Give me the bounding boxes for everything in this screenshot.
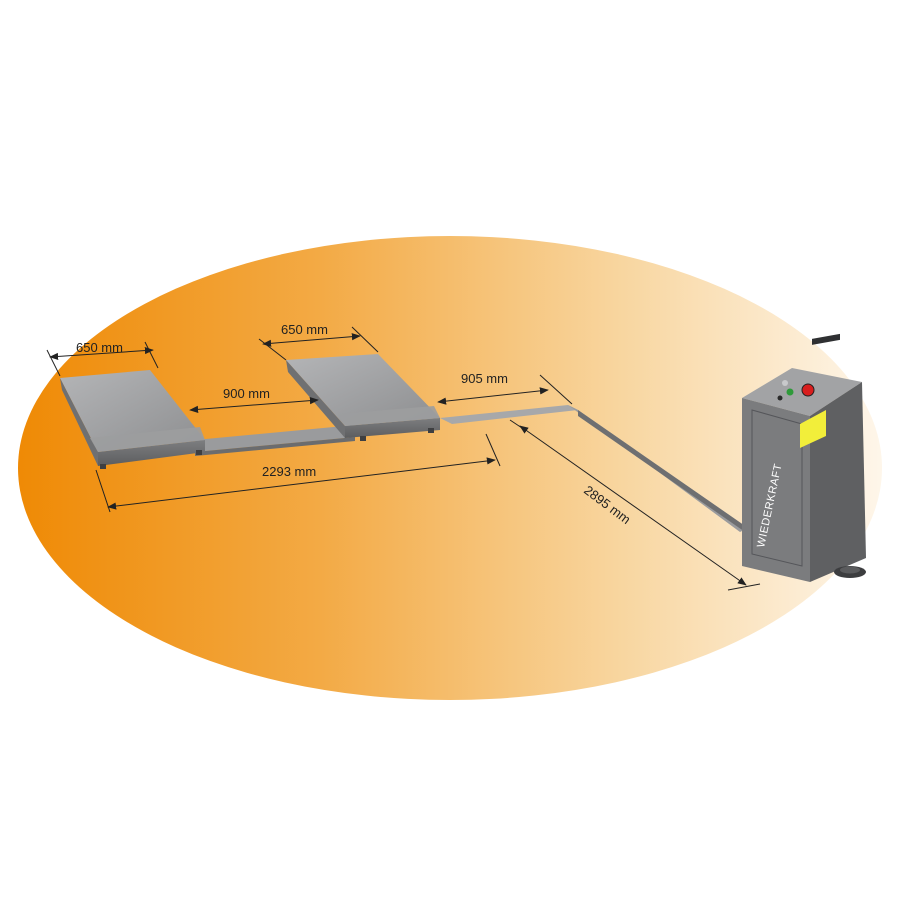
start-button	[786, 388, 794, 396]
dim-label-platform-gap: 900 mm	[223, 386, 270, 401]
dim-hose-offset: 905 mm	[437, 371, 573, 405]
dim-overall-length: 2293 mm	[95, 433, 501, 513]
foot-pedal	[834, 566, 866, 578]
warning-label	[800, 410, 826, 448]
dim-platform-gap: 900 mm	[189, 386, 319, 413]
dim-platform-width-right: 650 mm	[258, 322, 379, 361]
aux-button	[782, 380, 788, 386]
dim-label-overall-length: 2293 mm	[262, 464, 316, 479]
cross-beam	[195, 425, 355, 456]
dim-label-hose-offset: 905 mm	[461, 371, 508, 386]
key-switch	[777, 395, 783, 401]
dim-platform-width-left: 650 mm	[46, 340, 159, 377]
dim-label-platform-width-right: 650 mm	[281, 322, 328, 337]
control-unit: WIEDERKRAFT	[742, 333, 866, 582]
stop-button	[801, 383, 815, 397]
dim-label-platform-width-left: 650 mm	[76, 340, 123, 355]
